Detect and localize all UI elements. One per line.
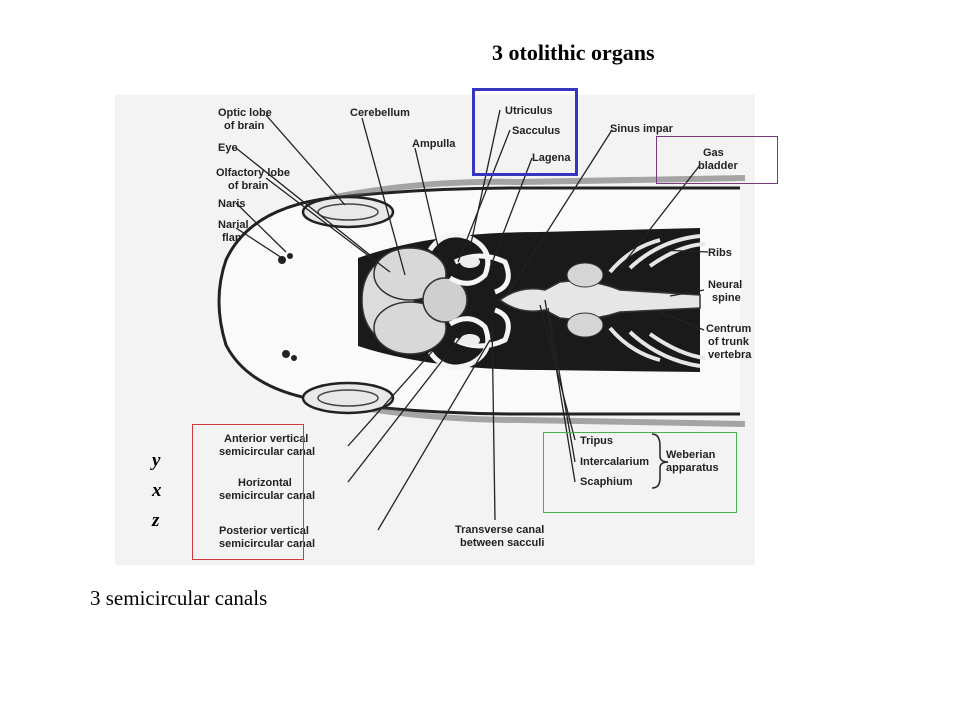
weberian-brace [651, 433, 669, 489]
label-intercalarium: Intercalarium [580, 456, 649, 468]
eye-lower [301, 381, 395, 415]
label-scaphium: Scaphium [580, 476, 633, 488]
label-tripus: Tripus [580, 435, 613, 447]
label-cerebellum: Cerebellum [350, 107, 410, 119]
label-ribs: Ribs [708, 247, 732, 259]
weberian-ossicles [498, 280, 701, 320]
label-lagena: Lagena [532, 152, 571, 164]
axis-label-y: y [152, 450, 161, 471]
label-sacculus: Sacculus [512, 125, 560, 137]
naris-lower [282, 350, 290, 358]
label-eye: Eye [218, 142, 238, 154]
leader-lines [235, 109, 709, 531]
label-utriculus: Utriculus [505, 105, 553, 117]
axis-label-x: x [152, 480, 162, 501]
label-sinus-impar: Sinus impar [610, 123, 674, 135]
slide-title: 3 otolithic organs [492, 40, 655, 65]
otolithic-organs-box [472, 88, 578, 176]
label-ampulla: Ampulla [412, 138, 456, 150]
naris-upper [278, 256, 286, 264]
axis-label-z: z [152, 510, 160, 531]
cerebellum-shape [422, 277, 468, 323]
gas-bladder-box [656, 136, 778, 184]
semicircular-canals-box [192, 424, 304, 560]
slide-caption: 3 semicircular canals [90, 586, 268, 610]
weberian-apparatus-box [543, 432, 737, 513]
label-naris: Naris [218, 198, 246, 210]
